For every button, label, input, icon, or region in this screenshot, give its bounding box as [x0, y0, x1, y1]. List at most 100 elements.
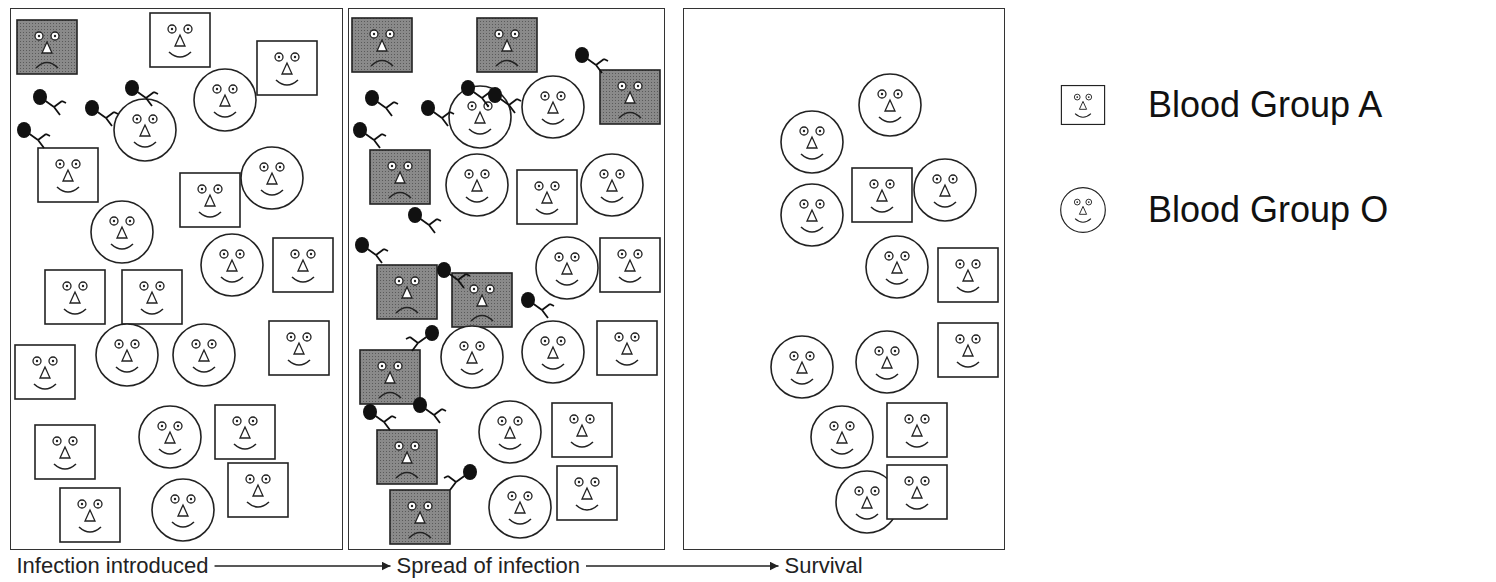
- face-eye: [524, 492, 532, 500]
- face-mouth: [469, 129, 491, 134]
- face-pupil: [479, 345, 481, 347]
- face-pupil: [81, 503, 83, 505]
- face-eye: [870, 180, 878, 188]
- face-mouth: [509, 519, 531, 524]
- face-eye: [468, 102, 476, 110]
- face-pupil: [294, 56, 296, 58]
- face-pupil: [391, 165, 393, 167]
- face-eye: [229, 85, 237, 93]
- face-mouth: [601, 197, 623, 202]
- face-eye: [262, 475, 270, 483]
- group-o-person: [522, 321, 584, 383]
- face-eye: [894, 90, 902, 98]
- face-eye: [184, 25, 192, 33]
- face-pupil: [134, 343, 136, 345]
- face-nose: [402, 287, 412, 298]
- face-eye: [571, 253, 579, 261]
- face-eye: [921, 477, 929, 485]
- face-pupil: [594, 481, 596, 483]
- group-a-person: [552, 403, 612, 457]
- group-a-person: [517, 170, 577, 224]
- face-pupil: [574, 256, 576, 258]
- face-eye: [33, 357, 41, 365]
- group-a-person: [45, 270, 105, 324]
- face-eye: [855, 487, 863, 495]
- face-nose: [625, 92, 635, 103]
- face-nose: [140, 125, 150, 136]
- face-outline: [269, 321, 329, 375]
- group-o-person: [489, 476, 551, 538]
- group-o-person: [91, 201, 153, 263]
- face-pupil: [637, 85, 639, 87]
- pathogen-receptor: [106, 112, 118, 126]
- face-mouth: [542, 119, 564, 124]
- face-outline: [180, 173, 240, 227]
- group-o-person: [241, 147, 303, 209]
- face-mouth: [1075, 219, 1091, 223]
- face-eye: [616, 170, 624, 178]
- face-eye: [69, 437, 77, 445]
- face-eye: [830, 422, 838, 430]
- panel-box: Survival: [683, 8, 1005, 550]
- face-pupil: [52, 360, 54, 362]
- face-nose: [227, 260, 237, 271]
- infected-person: [352, 18, 412, 72]
- pathogen-receptor: [429, 219, 441, 233]
- face-eye: [174, 422, 182, 430]
- face-pupil: [398, 280, 400, 282]
- face-pupil: [152, 118, 154, 120]
- face-pupil: [294, 253, 296, 255]
- face-nose: [963, 270, 973, 281]
- face-mouth: [619, 277, 641, 282]
- face-mouth: [396, 308, 418, 314]
- face-outline: [938, 323, 998, 377]
- face-outline: [360, 350, 420, 404]
- group-o-person: [201, 234, 263, 296]
- face-pupil: [66, 285, 68, 287]
- face-nose: [622, 343, 632, 354]
- pathogen: [444, 464, 477, 490]
- face-mouth: [234, 444, 256, 449]
- face-pupil: [72, 440, 74, 442]
- face-outline: [17, 20, 77, 74]
- face-pupil: [894, 350, 896, 352]
- face-nose: [807, 210, 817, 221]
- group-o-person: [152, 479, 214, 541]
- group-a-person: [215, 405, 275, 459]
- pathogen-body: [363, 404, 377, 420]
- pathogen-receptor: [444, 476, 456, 490]
- face-outline: [446, 154, 508, 216]
- pathogen-receptor: [542, 304, 554, 318]
- face-mouth: [906, 504, 928, 509]
- pathogen: [353, 122, 386, 148]
- face-eye: [618, 82, 626, 90]
- face-pupil: [849, 425, 851, 427]
- face-pupil: [908, 480, 910, 482]
- face-eye: [260, 163, 268, 171]
- group-a-person: [887, 403, 947, 457]
- face-mouth: [292, 277, 314, 282]
- face-nose: [912, 487, 922, 498]
- face-pupil: [924, 480, 926, 482]
- face-pupil: [265, 478, 267, 480]
- pathogen: [33, 89, 66, 115]
- face-outline: [390, 490, 450, 544]
- face-pupil: [59, 163, 61, 165]
- pathogen-body: [353, 122, 367, 138]
- face-eye: [806, 352, 814, 360]
- group-o-person: [781, 111, 843, 173]
- face-mouth: [169, 52, 191, 57]
- pathogen-body: [355, 237, 369, 253]
- face-pupil: [619, 173, 621, 175]
- face-eye: [394, 362, 402, 370]
- face-outline: [215, 405, 275, 459]
- face-outline: [91, 201, 153, 263]
- face-eye: [470, 285, 478, 293]
- group-o-person: [866, 236, 928, 298]
- face-outline: [370, 150, 430, 204]
- face-pupil: [560, 95, 562, 97]
- face-outline: [241, 147, 303, 209]
- pathogen: [408, 207, 441, 233]
- face-nose: [385, 372, 395, 383]
